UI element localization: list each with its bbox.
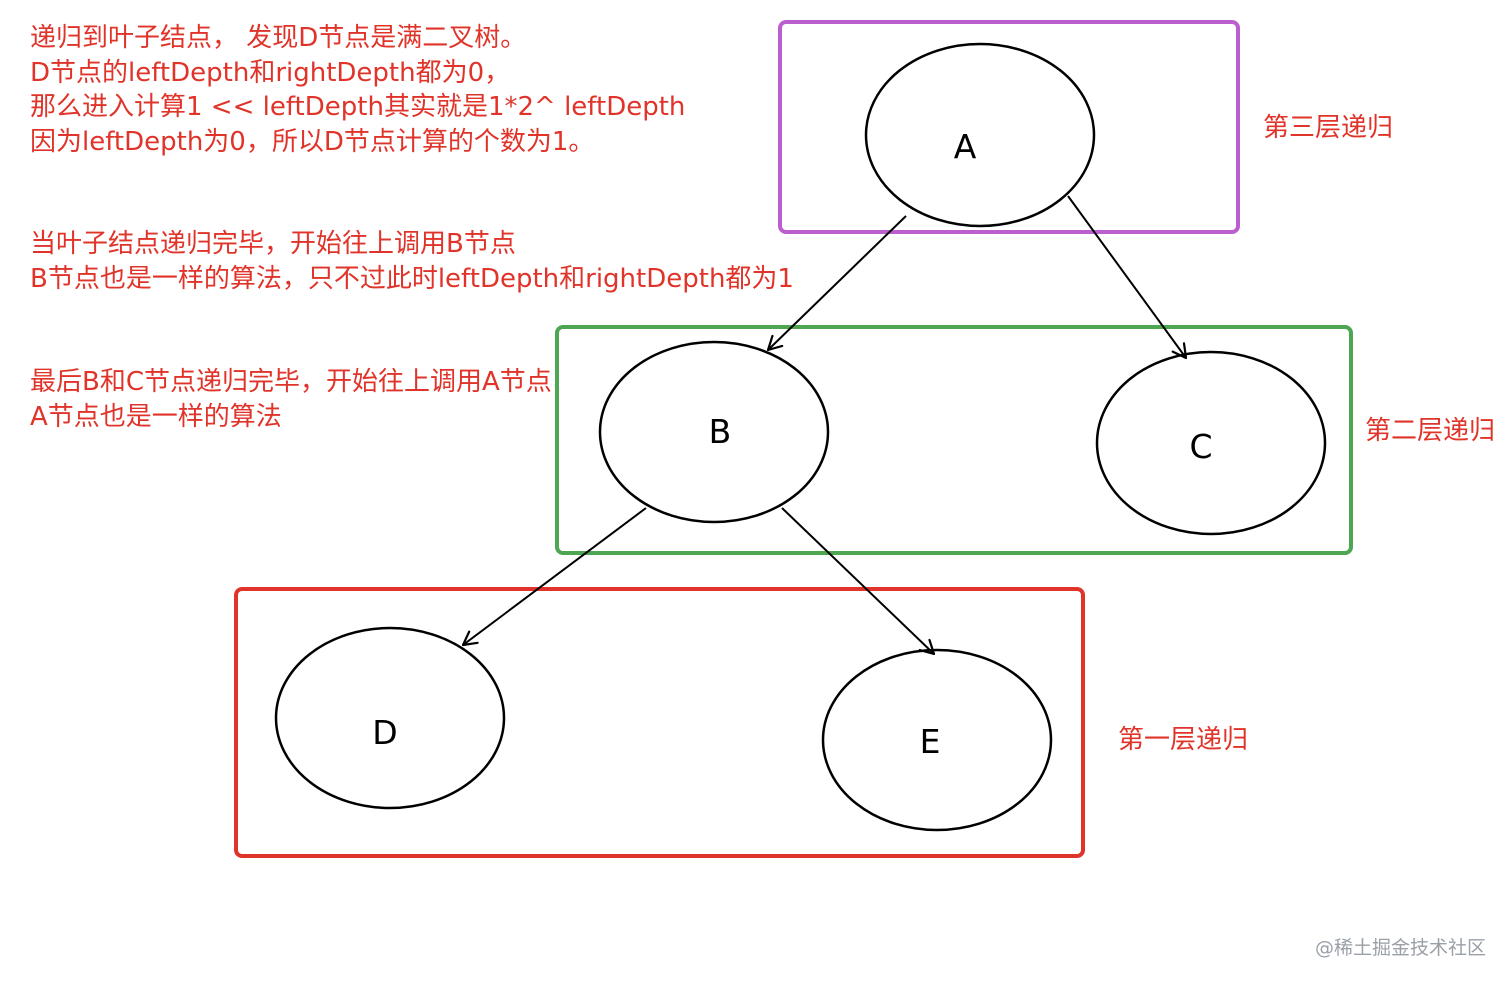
node-e-ellipse [821, 648, 1053, 832]
edge-a-c [1067, 195, 1188, 360]
edge-b-d [461, 507, 647, 647]
node-e-label: E [919, 722, 941, 761]
annotation-line: 最后B和C节点递归完毕，开始往上调用A节点 [30, 367, 552, 397]
watermark: @稀土掘金技术社区 [1314, 937, 1486, 959]
annotation-line: 当叶子结点递归完毕，开始往上调用B节点 [30, 229, 516, 259]
annotation-node-a: 最后B和C节点递归完毕，开始往上调用A节点 A节点也是一样的算法 [30, 365, 552, 434]
level-one-box [234, 587, 1085, 858]
annotation-line: B节点也是一样的算法，只不过此时leftDepth和rightDepth都为1 [30, 263, 794, 294]
node-d-label: D [372, 713, 398, 752]
edge-a-b [766, 215, 907, 352]
level-two-box [555, 325, 1353, 555]
level-three-box [778, 20, 1240, 234]
node-c-label: C [1189, 427, 1213, 466]
annotation-leaf-recursion: 递归到叶子结点， 发现D节点是满二叉树。 D节点的leftDepth和right… [30, 21, 685, 159]
annotation-line: 递归到叶子结点， 发现D节点是满二叉树。 [30, 23, 527, 53]
annotation-line: A节点也是一样的算法 [30, 401, 282, 432]
node-d-ellipse [274, 626, 506, 810]
annotation-node-b: 当叶子结点递归完毕，开始往上调用B节点 B节点也是一样的算法，只不过此时left… [30, 227, 794, 296]
node-c-ellipse [1095, 350, 1327, 536]
level-one-label: 第一层递归 [1118, 725, 1249, 755]
edge-b-e [781, 507, 936, 656]
node-b-label: B [708, 412, 732, 451]
node-b-ellipse [598, 340, 830, 524]
annotation-line: 因为leftDepth为0，所以D节点计算的个数为1。 [30, 126, 595, 157]
annotation-line: 那么进入计算1 << leftDepth其实就是1*2^ leftDepth [30, 92, 686, 122]
level-two-label: 第二层递归 [1365, 416, 1496, 446]
level-three-label: 第三层递归 [1263, 113, 1394, 143]
node-a-label: A [953, 127, 977, 166]
annotation-line: D节点的leftDepth和rightDepth都为0， [30, 57, 511, 88]
node-a-ellipse [864, 42, 1096, 228]
